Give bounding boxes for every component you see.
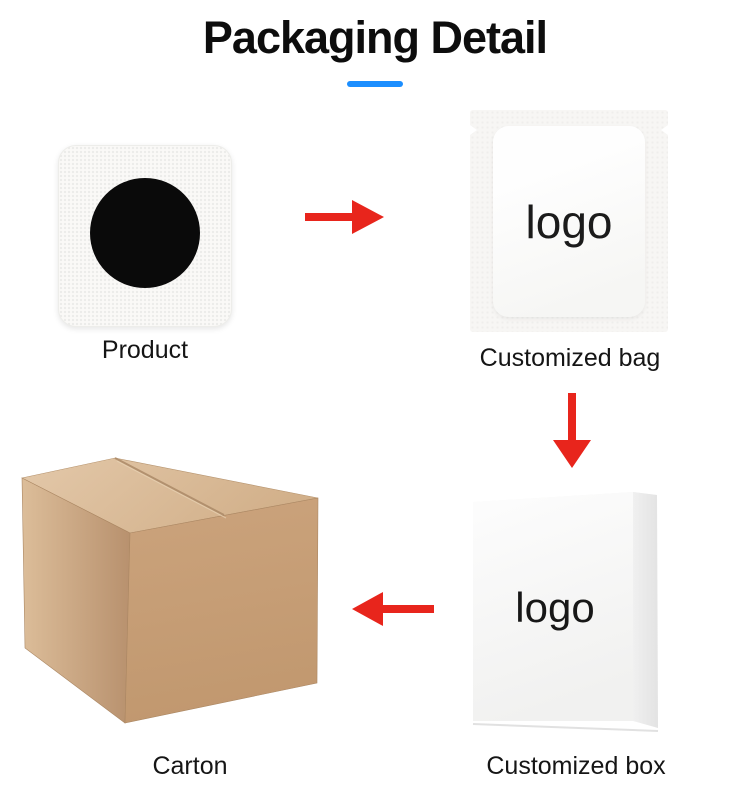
arrow-right-shape <box>305 200 384 234</box>
box-side-face <box>633 492 658 728</box>
carton-image <box>21 457 319 724</box>
product-image <box>58 145 232 327</box>
box-label: Customized box <box>486 752 666 780</box>
box-image: logo <box>472 492 659 732</box>
bag-image: logo <box>470 110 668 332</box>
product-label: Product <box>101 336 189 364</box>
box-front-face <box>473 492 633 721</box>
box-reflection <box>472 723 659 732</box>
arrow-left-shape <box>352 592 434 626</box>
page-title: Packaging Detail <box>202 12 548 63</box>
arrow-down-icon <box>553 393 591 468</box>
box-logo-text: logo <box>515 584 594 631</box>
arrow-left-icon <box>352 592 434 626</box>
arrow-down-shape <box>553 393 591 468</box>
bag-pouch: logo <box>493 126 645 317</box>
bag-logo-text: logo <box>525 195 613 248</box>
carton-front-face <box>124 497 319 724</box>
title-underline <box>347 81 403 87</box>
title-underline-bar <box>347 81 403 87</box>
carton-flap-seam <box>114 457 225 516</box>
carton-label: Carton <box>152 752 228 780</box>
carton-flap-seam-highlight <box>116 460 227 519</box>
bag-label: Customized bag <box>479 344 661 372</box>
arrow-right-icon <box>305 200 384 234</box>
product-circle <box>90 178 200 288</box>
